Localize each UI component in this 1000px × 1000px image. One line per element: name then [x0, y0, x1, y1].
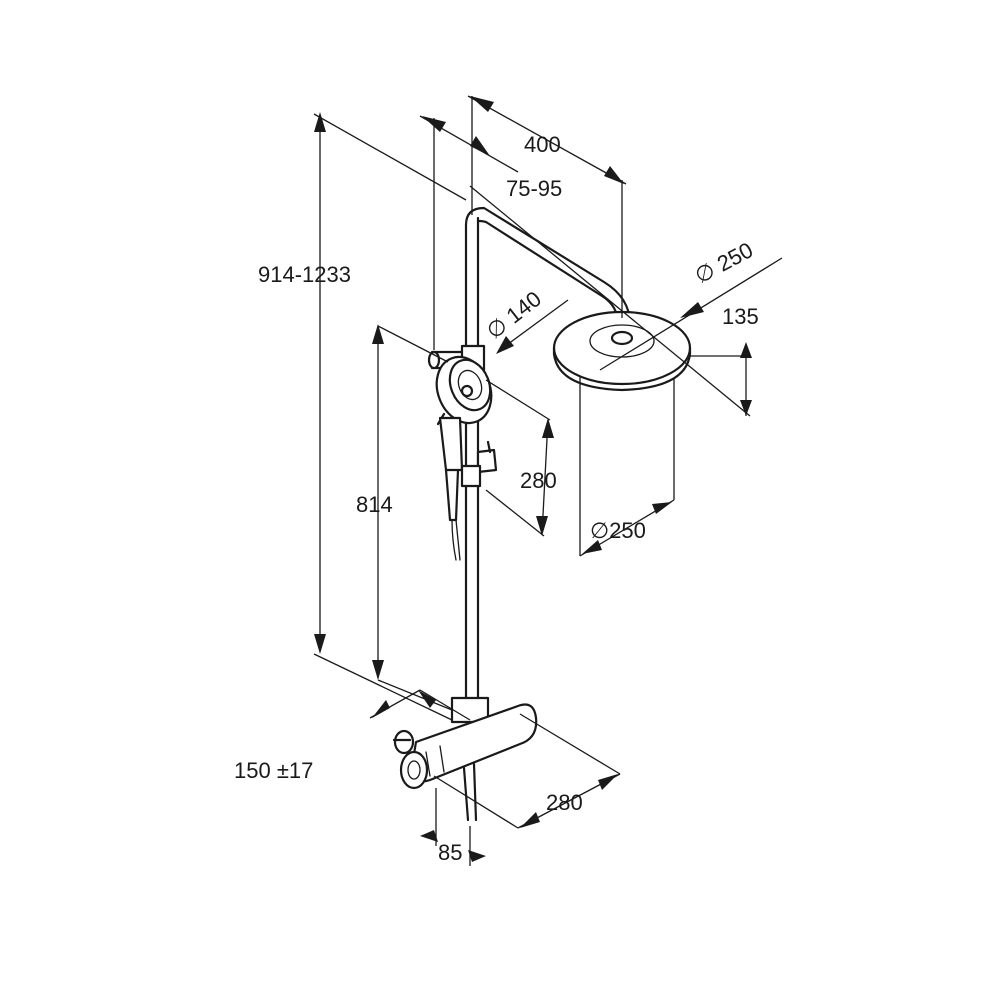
label-slide-length: 280 — [520, 468, 557, 493]
thermostatic-mixer — [392, 696, 538, 822]
flow-knob — [393, 729, 415, 755]
label-total-height: 914-1233 — [258, 262, 351, 287]
shower-column — [392, 206, 692, 822]
label-head-bottom-diameter: ∅250 — [590, 518, 646, 543]
label-valve-depth: 85 — [438, 840, 462, 865]
outlet-pipe — [462, 762, 478, 822]
temperature-knob — [399, 750, 429, 790]
label-head-thickness: 135 — [722, 304, 759, 329]
label-valve-width: 280 — [546, 790, 583, 815]
label-head-top-diameter: ∅ 250 — [691, 237, 757, 288]
label-wall-offset: 75-95 — [506, 176, 562, 201]
label-slide-height: 814 — [356, 492, 393, 517]
slide-holder — [460, 440, 498, 488]
overhead-arm — [464, 206, 632, 326]
dimension-lines — [313, 95, 783, 866]
rain-shower-head — [552, 310, 692, 392]
label-valve-centers: 150 ±17 — [234, 758, 313, 783]
label-arm-length: 400 — [524, 132, 561, 157]
riser-pipe — [464, 216, 480, 700]
shower-hose — [451, 519, 461, 561]
hand-shower — [435, 355, 493, 522]
label-hand-diameter: ∅ 140 — [482, 286, 546, 344]
